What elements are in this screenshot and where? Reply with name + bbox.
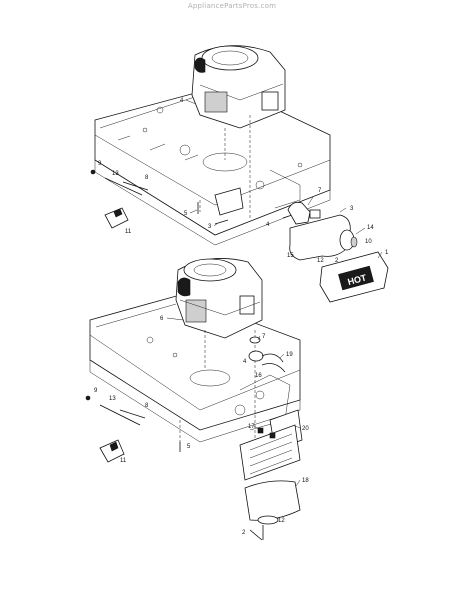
bottom-assembly xyxy=(85,258,303,541)
callout-bottom-4: 4 xyxy=(243,359,247,365)
callout-top-10: 10 xyxy=(365,239,372,245)
callout-top-5: 5 xyxy=(184,211,188,217)
callout-bottom-2: 2 xyxy=(242,530,246,536)
callout-bottom-16: 16 xyxy=(255,373,262,379)
bottom-rod-parts xyxy=(85,395,146,463)
top-engine xyxy=(191,45,286,129)
bottom-engine xyxy=(175,258,263,339)
callout-top-8: 8 xyxy=(145,175,149,181)
callout-bottom-18: 18 xyxy=(302,478,309,484)
top-callouts: 4 5 3 9 13 8 11 7 4 3 14 10 12 2 15 1 xyxy=(98,98,389,264)
top-rod-parts xyxy=(90,169,149,229)
leader-lines xyxy=(166,99,383,487)
callout-bottom-12: 12 xyxy=(278,518,285,524)
callout-top-9: 9 xyxy=(98,161,102,167)
callout-bottom-13: 13 xyxy=(109,396,116,402)
callout-top-7: 7 xyxy=(318,188,322,194)
callout-top-15: 15 xyxy=(287,253,294,259)
top-assembly: HOT xyxy=(90,45,389,303)
callout-top-3: 3 xyxy=(208,224,212,230)
callout-top-4b: 4 xyxy=(266,222,270,228)
callout-top-11: 11 xyxy=(125,229,132,235)
watermark: AppliancePartsPros.com xyxy=(187,2,277,10)
bottom-callouts: 6 7 19 4 16 9 13 8 5 11 17 20 18 12 2 xyxy=(94,316,309,536)
callout-top-14: 14 xyxy=(367,225,374,231)
callout-bottom-20: 20 xyxy=(302,426,309,432)
callout-bottom-6: 6 xyxy=(160,316,164,322)
callout-top-2: 2 xyxy=(335,258,339,264)
callout-bottom-9: 9 xyxy=(94,388,98,394)
callout-top-13: 13 xyxy=(112,171,119,177)
callout-bottom-11: 11 xyxy=(120,458,127,464)
bottom-exhaust xyxy=(239,336,303,541)
callout-bottom-5: 5 xyxy=(187,444,191,450)
callout-top-4: 4 xyxy=(180,98,184,104)
callout-top-1: 1 xyxy=(385,250,389,256)
callout-bottom-17: 17 xyxy=(248,424,255,430)
top-exhaust: HOT xyxy=(287,201,389,303)
callout-bottom-7: 7 xyxy=(262,334,266,340)
muffler-logo: HOT xyxy=(347,272,368,287)
callout-bottom-8: 8 xyxy=(145,403,149,409)
callout-top-12: 12 xyxy=(317,258,324,264)
callout-top-3b: 3 xyxy=(350,206,354,212)
callout-bottom-19: 19 xyxy=(286,352,293,358)
